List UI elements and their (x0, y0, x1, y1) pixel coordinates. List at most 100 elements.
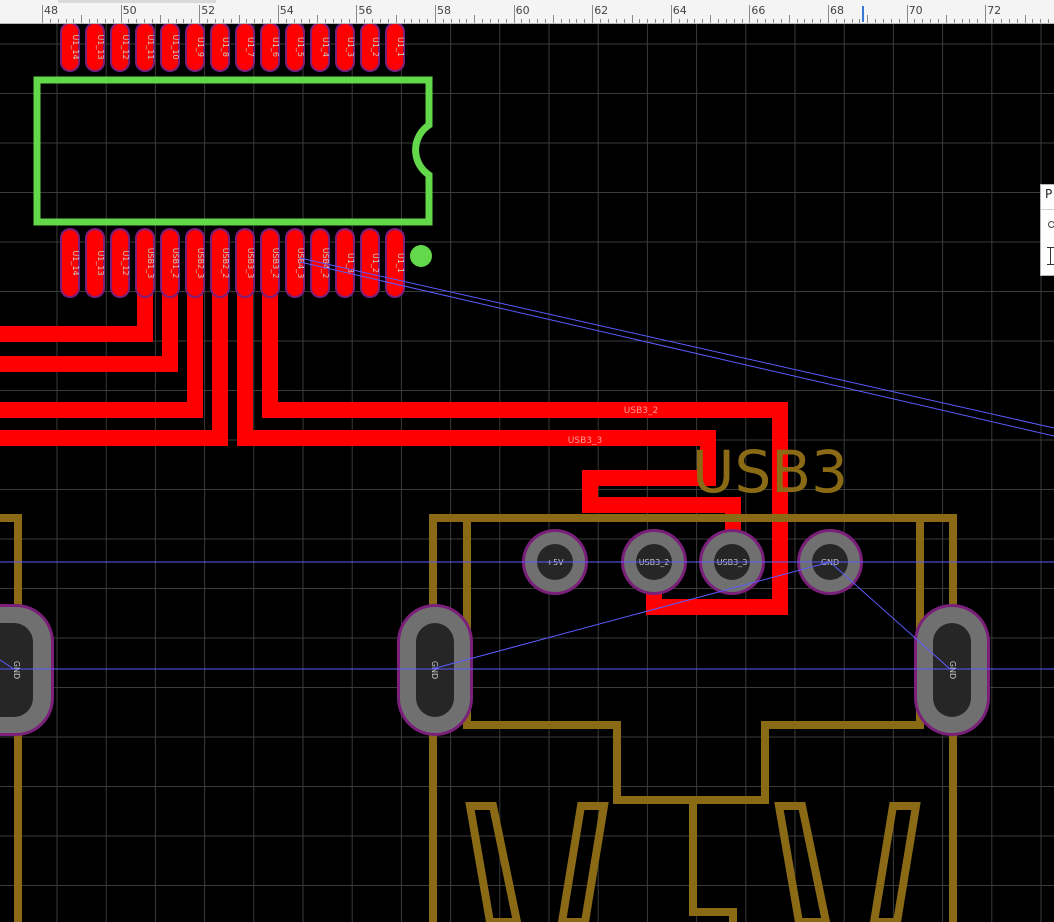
ruler-minor-tick (686, 19, 688, 23)
ic-pad[interactable]: U1_3 (335, 228, 355, 298)
ruler-minor-tick (883, 19, 885, 23)
ruler-minor-tick (238, 15, 240, 23)
ruler-minor-tick (144, 19, 146, 23)
pcb-canvas[interactable]: +5V USB3_2 USB3_3 GND GND GND (0, 24, 1054, 922)
side-panel-tab[interactable]: P (1045, 187, 1053, 201)
ruler-minor-tick (710, 15, 712, 23)
ruler-minor-tick (324, 19, 326, 23)
ic-pad[interactable]: U1_4 (310, 24, 330, 72)
ic-pad[interactable]: U1_11 (135, 24, 155, 72)
ic-pad[interactable]: USB1_2 (160, 228, 180, 298)
ruler-minor-tick (576, 19, 578, 23)
ic-pad[interactable]: U1_13 (85, 24, 105, 72)
pin1-marker-icon (410, 245, 432, 267)
ic-pad-label: U1_1 (396, 253, 405, 273)
ruler-minor-tick (835, 19, 837, 23)
ruler-minor-tick (1024, 15, 1026, 23)
traces (0, 290, 788, 615)
ic-pad[interactable]: USB4_3 (285, 228, 305, 298)
ruler-minor-tick (474, 15, 476, 23)
ruler-minor-tick (717, 19, 719, 23)
ic-pad[interactable]: U1_9 (185, 24, 205, 72)
ruler-minor-tick (159, 15, 161, 23)
ruler-minor-tick (207, 19, 209, 23)
ruler-minor-tick (1000, 19, 1002, 23)
ic-pad[interactable]: U1_1 (385, 228, 405, 298)
ic-pad[interactable]: U1_12 (110, 24, 130, 72)
shield-pad-far-left[interactable]: GND (0, 604, 54, 736)
ic-pad[interactable]: U1_14 (60, 228, 80, 298)
ic-pad[interactable]: U1_3 (335, 24, 355, 72)
ic-pad-label: U1_13 (96, 34, 105, 59)
ic-pad[interactable]: USB3_3 (235, 228, 255, 298)
ruler-major-tick (356, 5, 358, 23)
ruler-minor-tick (450, 19, 452, 23)
ruler-label: 62 (594, 4, 609, 17)
ic-pad[interactable]: USB2_2 (210, 228, 230, 298)
ruler-minor-tick (969, 19, 971, 23)
ic-pad[interactable]: USB2_3 (185, 228, 205, 298)
ruler-minor-tick (623, 19, 625, 23)
ic-pad[interactable]: U1_1 (385, 24, 405, 72)
ruler-minor-tick (961, 19, 963, 23)
ruler-major-tick (828, 5, 829, 23)
ruler-minor-tick (136, 19, 138, 23)
ic-pad[interactable]: U1_12 (110, 228, 130, 298)
ruler-minor-tick (977, 19, 979, 23)
ruler-minor-tick (694, 19, 696, 23)
shield-pad-left[interactable]: GND (397, 604, 473, 736)
ruler-minor-tick (560, 19, 562, 23)
ic-pad-label: USB2_2 (221, 248, 230, 279)
connector-pads[interactable]: +5V USB3_2 USB3_3 GND GND GND (0, 529, 990, 736)
point-icon[interactable] (1048, 221, 1054, 228)
ic-pad[interactable]: U1_2 (360, 24, 380, 72)
ruler-minor-tick (741, 19, 743, 23)
measure-icon[interactable] (1047, 247, 1054, 265)
side-panel[interactable]: P (1040, 184, 1054, 276)
ic-pad-label: U1_1 (396, 37, 405, 57)
ruler-label: 56 (358, 4, 373, 17)
ruler-major-tick (749, 5, 751, 23)
ic-pad[interactable]: U1_5 (285, 24, 305, 72)
ic-silkscreen (33, 76, 433, 267)
ic-pad-label: USB2_3 (196, 248, 205, 279)
ruler-minor-tick (938, 19, 940, 23)
ic-pad-label: USB4_3 (296, 248, 305, 279)
ruler-minor-tick (269, 19, 271, 23)
ic-pad[interactable]: U1_8 (210, 24, 230, 72)
ruler-minor-tick (678, 19, 680, 23)
ic-pad-label: USB4_2 (321, 248, 330, 279)
ic-pad[interactable]: USB1_3 (135, 228, 155, 298)
ruler-major-tick (906, 5, 908, 23)
ruler-label: 66 (751, 4, 766, 17)
ruler-minor-tick (655, 19, 657, 23)
ruler-minor-tick (246, 19, 248, 23)
ic-pad[interactable]: U1_10 (160, 24, 180, 72)
ruler-minor-tick (97, 19, 99, 23)
ruler-label: 70 (908, 4, 923, 17)
connector-refdes: USB3 (692, 438, 848, 506)
ruler-minor-tick (875, 19, 877, 23)
ic-pad[interactable]: U1_14 (60, 24, 80, 72)
ruler-minor-tick (332, 19, 334, 23)
ruler-minor-tick (796, 19, 798, 23)
ic-pad[interactable]: U1_7 (235, 24, 255, 72)
ruler-minor-tick (81, 15, 83, 23)
ic-pad[interactable]: U1_2 (360, 228, 380, 298)
ic-pad[interactable]: U1_13 (85, 228, 105, 298)
ic-pad[interactable]: U1_6 (260, 24, 280, 72)
ruler-minor-tick (49, 19, 51, 23)
ruler-minor-tick (945, 15, 947, 23)
ruler-minor-tick (482, 19, 484, 23)
ruler-label: 58 (437, 4, 451, 17)
ruler-minor-tick (568, 19, 570, 23)
ruler-minor-tick (73, 19, 75, 23)
net-label-usb3-3: USB3_3 (568, 436, 602, 446)
ruler-minor-tick (497, 19, 499, 23)
ruler-major-tick (120, 5, 122, 23)
ic-pad[interactable]: USB3_2 (260, 228, 280, 298)
shield-pad-right[interactable]: GND (914, 604, 990, 736)
